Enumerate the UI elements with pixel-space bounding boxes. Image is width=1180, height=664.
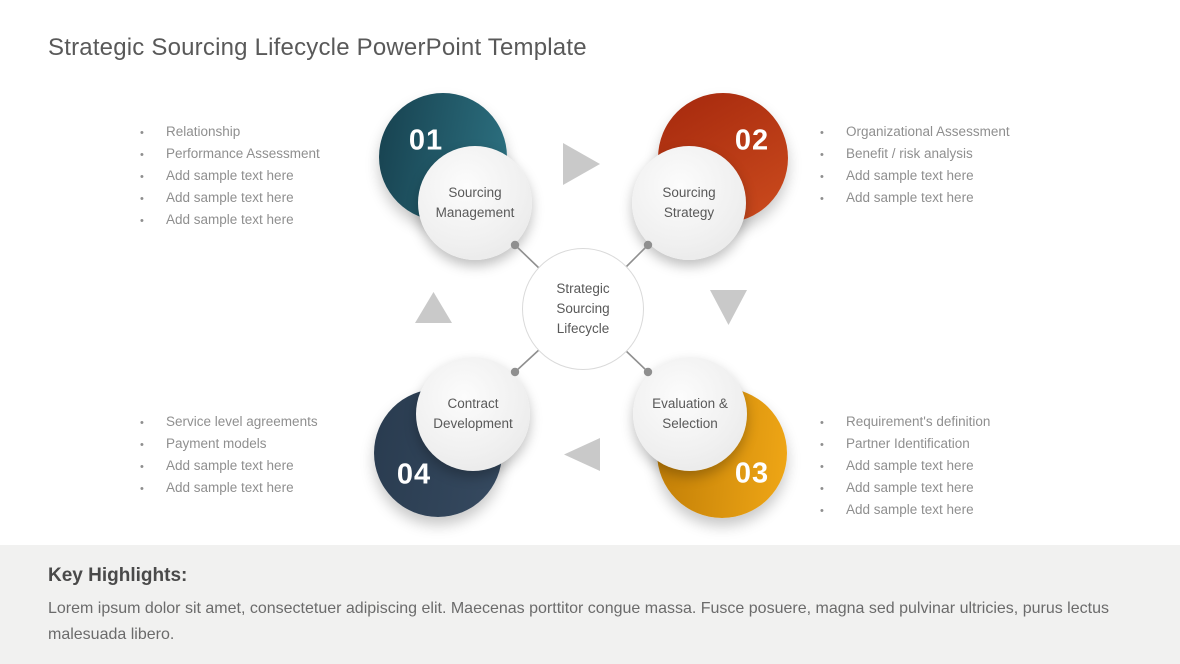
- list-item: • Add sample text here: [820, 500, 1080, 522]
- list-item-label: Benefit / risk analysis: [846, 145, 973, 161]
- list-item-label: Add sample text here: [166, 211, 294, 227]
- bullet-icon: •: [820, 438, 824, 451]
- bullet-icon: •: [140, 438, 144, 451]
- list-item-label: Add sample text here: [846, 167, 974, 183]
- node-label-text: Contract Development: [433, 396, 513, 431]
- connector-line-top-left: [514, 244, 542, 271]
- list-item: • Add sample text here: [140, 456, 400, 478]
- node-number-02: 02: [734, 124, 770, 157]
- arrow-right-icon: [563, 143, 600, 185]
- list-item: • Service level agreements: [140, 412, 400, 434]
- list-item: • Add sample text here: [820, 188, 1080, 210]
- bullet-icon: •: [140, 482, 144, 495]
- node-label-sourcing-strategy: Sourcing Strategy: [632, 146, 746, 260]
- list-item: • Add sample text here: [820, 166, 1080, 188]
- list-item: • Add sample text here: [140, 188, 400, 210]
- list-item: • Benefit / risk analysis: [820, 144, 1080, 166]
- bullet-icon: •: [140, 170, 144, 183]
- slide-title: Strategic Sourcing Lifecycle PowerPoint …: [48, 34, 587, 61]
- bullet-icon: •: [140, 192, 144, 205]
- node-number-01: 01: [408, 124, 444, 157]
- node-label-contract-development: Contract Development: [416, 357, 530, 471]
- list-item: • Partner Identification: [820, 434, 1080, 456]
- bullet-icon: •: [140, 148, 144, 161]
- list-item: • Add sample text here: [820, 478, 1080, 500]
- list-item: • Organizational Assessment: [820, 122, 1080, 144]
- list-item-label: Add sample text here: [166, 479, 294, 495]
- node-number-03: 03: [734, 457, 770, 490]
- list-item: • Add sample text here: [140, 166, 400, 188]
- list-item-label: Add sample text here: [846, 189, 974, 205]
- list-item: • Add sample text here: [140, 478, 400, 500]
- bullet-icon: •: [820, 504, 824, 517]
- connector-line-bottom-right: [623, 348, 649, 373]
- connector-line-bottom-left: [514, 347, 542, 373]
- bullet-icon: •: [820, 148, 824, 161]
- list-item-label: Performance Assessment: [166, 145, 320, 161]
- bullet-icon: •: [820, 127, 824, 139]
- list-item-label: Organizational Assessment: [846, 124, 1010, 139]
- diagram-center-circle: Strategic Sourcing Lifecycle: [522, 248, 644, 370]
- list-item-label: Service level agreements: [166, 414, 318, 429]
- list-item: • Add sample text here: [140, 210, 400, 232]
- bullet-list-top-left: • Relationship • Performance Assessment • Add…: [140, 122, 400, 232]
- key-highlights-section: Key Highlights: Lorem ipsum dolor sit am…: [0, 545, 1180, 664]
- bullet-icon: •: [140, 214, 144, 227]
- list-item: • Requirement's definition: [820, 412, 1080, 434]
- key-highlights-heading: Key Highlights:: [48, 565, 188, 586]
- list-item: • Add sample text here: [820, 456, 1080, 478]
- arrow-left-icon: [564, 438, 600, 471]
- bullet-icon: •: [820, 192, 824, 205]
- node-label-sourcing-management: Sourcing Management: [418, 146, 532, 260]
- list-item-label: Add sample text here: [166, 457, 294, 473]
- node-label-text: Sourcing Strategy: [662, 185, 716, 220]
- list-item-label: Requirement's definition: [846, 414, 991, 429]
- arrow-down-icon: [710, 290, 747, 325]
- list-item-label: Add sample text here: [846, 457, 974, 473]
- bullet-list-top-right: • Organizational Assessment • Benefit / ris…: [820, 122, 1080, 210]
- bullet-icon: •: [140, 460, 144, 473]
- arrow-up-icon: [415, 292, 452, 323]
- list-item-label: Add sample text here: [166, 167, 294, 183]
- bullet-icon: •: [820, 460, 824, 473]
- list-item: • Relationship: [140, 122, 400, 144]
- list-item-label: Payment models: [166, 435, 267, 451]
- bullet-icon: •: [140, 417, 144, 429]
- list-item-label: Add sample text here: [166, 189, 294, 205]
- list-item: • Payment models: [140, 434, 400, 456]
- list-item-label: Add sample text here: [846, 501, 974, 517]
- list-item-label: Relationship: [166, 124, 241, 139]
- key-highlights-body: Lorem ipsum dolor sit amet, consectetuer…: [48, 600, 1109, 643]
- bullet-icon: •: [140, 127, 144, 139]
- node-number-04: 04: [396, 458, 432, 491]
- list-item-label: Add sample text here: [846, 479, 974, 495]
- bullet-icon: •: [820, 482, 824, 495]
- list-item: • Performance Assessment: [140, 144, 400, 166]
- node-label-text: Evaluation & Selection: [652, 396, 728, 431]
- node-label-evaluation-selection: Evaluation & Selection: [633, 357, 747, 471]
- bullet-list-bottom-right: • Requirement's definition • Partner Identi…: [820, 412, 1080, 522]
- node-label-text: Sourcing Management: [435, 185, 515, 220]
- diagram-center-label: Strategic Sourcing Lifecycle: [556, 280, 610, 337]
- bullet-icon: •: [820, 170, 824, 183]
- list-item-label: Partner Identification: [846, 435, 970, 451]
- bullet-list-bottom-left: • Service level agreements • Payment models…: [140, 412, 400, 500]
- bullet-icon: •: [820, 417, 824, 429]
- connector-line-top-right: [623, 244, 649, 270]
